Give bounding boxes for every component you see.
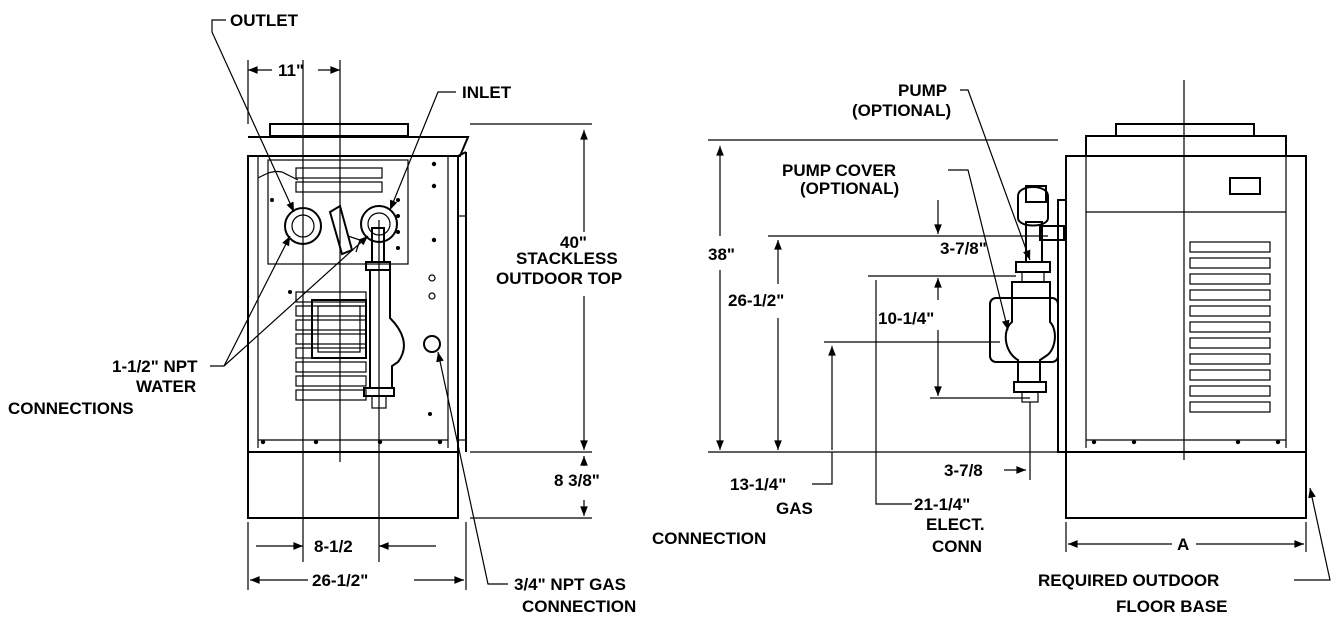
stackless-label-2: OUTDOOR TOP: [496, 269, 622, 288]
front-cabinet: [247, 155, 459, 453]
outlet-label: OUTLET: [230, 11, 299, 30]
dim-3-7-8-b-label: 3-7/8: [944, 461, 983, 480]
elect-label-1: ELECT.: [926, 515, 985, 534]
side-pump: [1004, 281, 1056, 383]
front-top-cap: [269, 123, 409, 137]
dim-10-1-4-label: 10-1/4": [878, 309, 934, 328]
rear-label-plate: [1229, 177, 1261, 195]
pump-cover-label-2: (OPTIONAL): [800, 179, 899, 198]
side-pump-motor: [1017, 186, 1049, 227]
water-conn-label-3: CONNECTIONS: [8, 399, 134, 418]
side-view: [708, 89, 1067, 505]
rear-top-cap: [1115, 123, 1255, 137]
dim-8-3-8-label: 8 3/8": [554, 471, 600, 490]
rear-view: [1065, 80, 1331, 581]
front-upper-panel: [267, 159, 409, 265]
dim-21-1-4-label: 21-1/4": [914, 495, 970, 514]
floor-base-label-2: FLOOR BASE: [1116, 597, 1227, 616]
water-conn-label-1: 1-1/2" NPT: [112, 357, 198, 376]
dim-26-1-2-height-label: 26-1/2": [728, 291, 784, 310]
side-pump-cover: [989, 297, 1059, 363]
dim-26-1-2-width-label: 26-1/2": [312, 571, 368, 590]
height-40-label: 40": [560, 233, 587, 252]
rear-louvers: [1189, 241, 1271, 413]
inlet-label: INLET: [462, 83, 512, 102]
front-pump: [369, 269, 405, 389]
pump-label-2: (OPTIONAL): [852, 101, 951, 120]
elect-label-2: CONN: [932, 537, 982, 556]
stackless-label-1: STACKLESS: [516, 249, 618, 268]
floor-base-label-1: REQUIRED OUTDOOR: [1038, 571, 1219, 590]
gas-conn-label-1: GAS: [776, 499, 813, 518]
gas-conn-label-2: CONNECTION: [652, 529, 766, 548]
dim-11-label: 11": [278, 61, 304, 80]
dim-3-7-8-a-label: 3-7/8": [940, 239, 987, 258]
water-conn-label-2: WATER: [136, 377, 196, 396]
dim-13-1-4-label: 13-1/4": [730, 475, 786, 494]
dim-38-label: 38": [708, 245, 735, 264]
gas-opening: [423, 335, 441, 353]
front-base: [247, 451, 459, 519]
gas-npt-label-2: CONNECTION: [522, 597, 636, 616]
dim-a-label: A: [1177, 535, 1189, 554]
pump-cover-label-1: PUMP COVER: [782, 161, 896, 180]
front-top-lid: [248, 136, 470, 157]
labels: OUTLET 11" INLET 40" STACKLESS OUTDOOR T…: [8, 11, 1227, 616]
gas-npt-label-1: 3/4" NPT GAS: [514, 575, 626, 594]
front-louvers: [295, 291, 367, 401]
rear-base: [1065, 451, 1307, 519]
front-view: [210, 19, 592, 590]
dim-8-1-2-label: 8-1/2: [314, 537, 353, 556]
pump-label-1: PUMP: [898, 81, 947, 100]
